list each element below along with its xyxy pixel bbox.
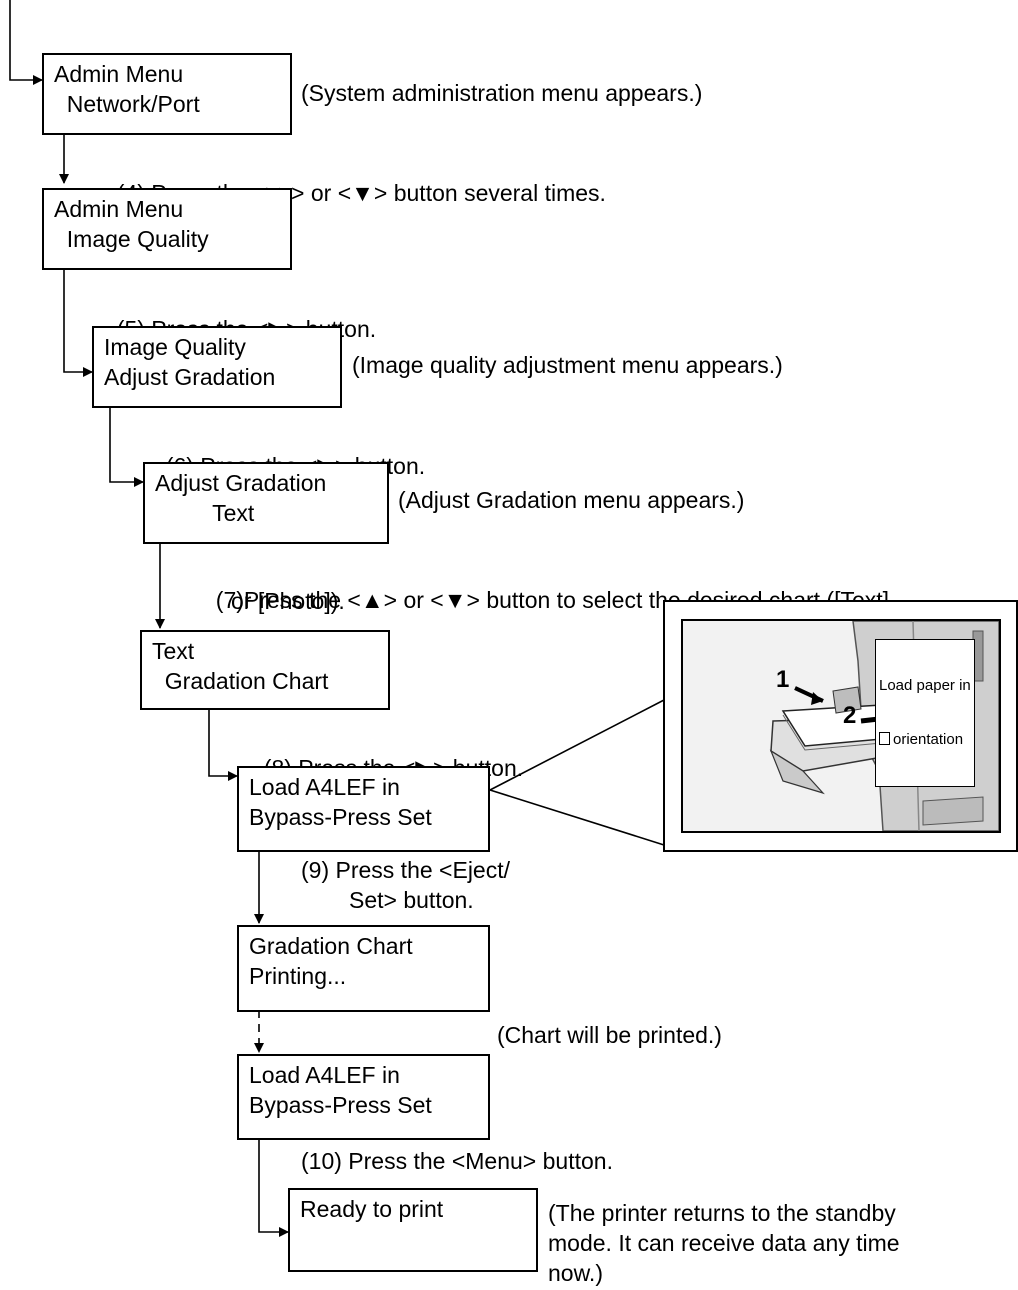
lcd-line-1: Ready to print [300,1196,444,1222]
lcd-line-1: Adjust Gradation [155,470,327,496]
note-standby-line-3: now.) [548,1260,603,1286]
lcd-line-1: Image Quality [104,334,246,360]
lcd-line-2: Network/Port [54,91,200,117]
lcd-line-1: Admin Menu [54,61,184,87]
lcd-line-2: Bypass-Press Set [249,1092,432,1118]
step-10-text: (10) Press the <Menu> button. [301,1148,613,1174]
lcd-box-load-a4lef-2: Load A4LEF in Bypass-Press Set [237,1054,490,1140]
lcd-box-ready-to-print: Ready to print [288,1188,538,1272]
step-4-after: > button several times. [373,180,606,206]
lcd-line-1: Load A4LEF in [249,1062,400,1088]
lcd-line-2: Image Quality [54,226,209,252]
lcd-line-1: Text [152,638,195,664]
step-9-line-1: (9) Press the <Eject/ [301,857,510,883]
step-marker-2: 2 [843,702,857,729]
lcd-line-2: Gradation Chart [152,668,329,694]
lcd-box-adjust-gradation: Adjust Gradation Text [143,462,389,544]
lcd-line-1: Admin Menu [54,196,184,222]
note-standby-line-1: (The printer returns to the standby [548,1200,896,1226]
step-7-mid: > or < [383,587,444,613]
lcd-line-2: Text [155,500,255,526]
load-paper-callout: Load paper in orientation [875,639,975,787]
lcd-line-1: Load A4LEF in [249,774,400,800]
note-adjust-gradation: (Adjust Gradation menu appears.) [398,487,745,513]
lcd-box-admin-image-quality: Admin Menu Image Quality [42,188,292,270]
callout-line-2: orientation [879,731,971,749]
lcd-line-1: Gradation Chart [249,933,413,959]
note-image-quality: (Image quality adjustment menu appears.) [352,352,783,378]
step-marker-1: 1 [776,666,790,693]
bypass-tray-illustration: 1 2 Load paper in orientation [663,600,1018,852]
printer-photo-frame: 1 2 Load paper in orientation [681,619,1001,833]
step-7-before: (7)Press the < [215,587,361,613]
step-4-mid: > or < [291,180,352,206]
paper-orientation-icon [879,732,890,745]
up-triangle-icon: ▲ [360,587,384,613]
lcd-line-2: Bypass-Press Set [249,804,432,830]
note-system-admin: (System administration menu appears.) [301,80,703,106]
lcd-line-2: Adjust Gradation [104,364,276,390]
callout-line-2-text: orientation [893,731,964,748]
down-triangle-icon: ▼ [351,180,374,206]
down-triangle-icon: ▼ [443,587,467,613]
lcd-line-2: Printing... [249,963,347,989]
note-chart-printed: (Chart will be printed.) [497,1022,722,1048]
step-9-line-2: Set> button. [349,887,474,913]
lcd-box-load-a4lef-1: Load A4LEF in Bypass-Press Set [237,766,490,852]
note-standby-line-2: mode. It can receive data any time [548,1230,900,1256]
callout-line-1: Load paper in [879,677,971,694]
lcd-box-gradation-printing: Gradation Chart Printing... [237,925,490,1012]
lcd-box-text-gradation-chart: Text Gradation Chart [140,630,390,710]
step-7-line-2: or [Photo]). [231,588,345,614]
lcd-box-image-quality: Image Quality Adjust Gradation [92,326,342,408]
lcd-box-admin-network: Admin Menu Network/Port [42,53,292,135]
